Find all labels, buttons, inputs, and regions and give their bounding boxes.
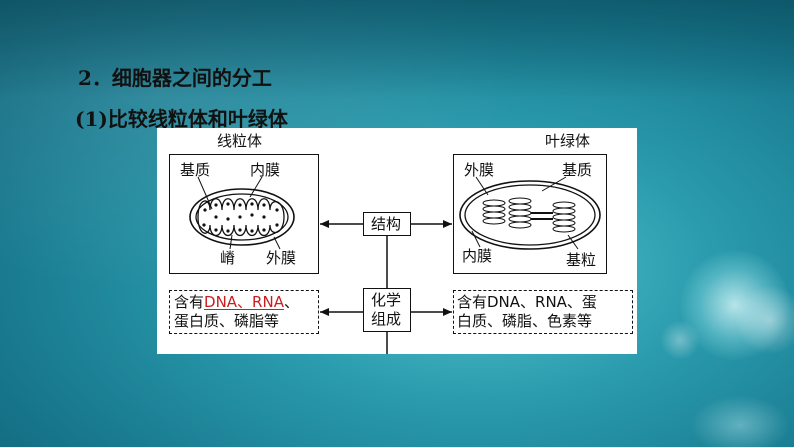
composition-label-2: 组成: [371, 310, 402, 328]
diagram-panel: 线粒体 基质 内膜: [157, 128, 637, 354]
bokeh-light: [680, 250, 790, 360]
chloro-composition-line2: 白质、磷脂、色素等: [457, 312, 593, 330]
mito-comp-prefix: 含有: [174, 293, 205, 311]
chloro-stroma-label: 基质: [562, 161, 593, 179]
mito-comp-suffix: 、: [283, 293, 299, 311]
chloro-outer-membrane-label: 外膜: [464, 161, 495, 179]
structure-label: 结构: [371, 215, 402, 233]
chloro-title: 叶绿体: [545, 132, 591, 150]
mito-composition-line1: 含有DNA、RNA、: [174, 293, 299, 312]
composition-box: 化学 组成: [363, 288, 411, 332]
mito-title: 线粒体: [217, 132, 263, 150]
chloro-composition-box: 含有DNA、RNA、蛋 白质、磷脂、色素等: [453, 290, 633, 334]
mitochondrion-icon: [189, 176, 295, 250]
structure-box: 结构: [363, 212, 411, 236]
subsection-heading: (1)比较线粒体和叶绿体: [75, 107, 288, 131]
mito-composition-box: 含有DNA、RNA、 蛋白质、磷脂等: [169, 290, 319, 334]
mito-outer-membrane-label: 外膜: [266, 249, 297, 267]
mito-composition-line2: 蛋白质、磷脂等: [174, 312, 280, 330]
bokeh-light: [735, 285, 794, 355]
mito-box: 基质 内膜 嵴 外膜: [169, 154, 319, 274]
bokeh-light: [660, 320, 700, 360]
mito-inner-membrane-label: 内膜: [250, 161, 281, 179]
chloro-box: 外膜 基质 内膜 基粒: [453, 154, 607, 274]
composition-label-1: 化学: [371, 291, 402, 309]
chloroplast-icon: [459, 176, 601, 250]
section-heading: 2．细胞器之间的分工: [78, 66, 272, 90]
chloro-composition-line1: 含有DNA、RNA、蛋: [457, 293, 597, 311]
mito-comp-highlight: DNA、RNA: [204, 293, 284, 311]
mito-crista-label: 嵴: [220, 249, 236, 267]
chloro-grana-label: 基粒: [566, 251, 597, 269]
chloro-inner-membrane-label: 内膜: [462, 247, 493, 265]
mito-matrix-label: 基质: [180, 161, 211, 179]
bokeh-light: [690, 395, 790, 447]
